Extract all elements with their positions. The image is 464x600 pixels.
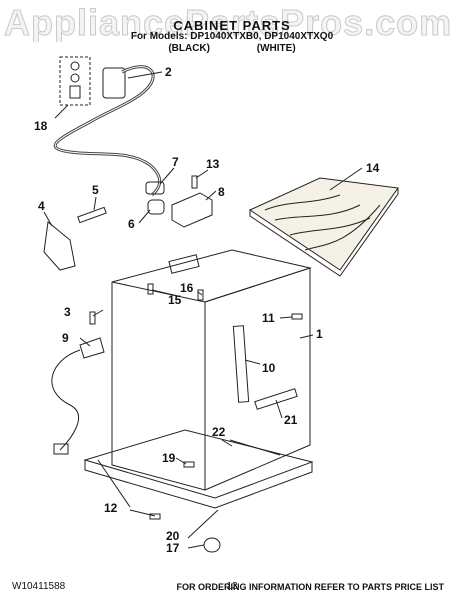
page-number: 13 (226, 581, 238, 592)
variant-black: (BLACK) (168, 43, 210, 54)
leader-lines (43, 71, 363, 549)
wood-grain-3 (289, 217, 371, 236)
callout-2: 2 (165, 65, 172, 79)
callout-18: 18 (34, 119, 48, 133)
cabinet-top-opening (168, 254, 200, 274)
models-line: For Models: DP1040XTXB0, DP1040XTXQ0 (130, 31, 334, 42)
page-title: CABINET PARTS (173, 18, 291, 33)
caster-wheel (203, 537, 221, 553)
callout-labels: 1 2 3 4 5 6 7 8 9 10 11 12 13 14 15 16 1… (34, 65, 380, 555)
washer-part (70, 61, 80, 71)
callout-12: 12 (104, 501, 118, 515)
callout-21: 21 (284, 413, 298, 427)
callout-1: 1 (316, 327, 323, 341)
power-cord (51, 349, 81, 451)
callout-4: 4 (38, 199, 45, 213)
callout-17: 17 (166, 541, 180, 555)
callout-13: 13 (206, 157, 220, 171)
hinge-bracket (43, 221, 76, 271)
hose-parts-box (59, 56, 91, 106)
watermark: AppliancePartsPros.com (4, 2, 453, 42)
hose-clamp (145, 181, 165, 195)
hose-coupling (147, 199, 165, 215)
callout-8: 8 (218, 185, 225, 199)
callout-5: 5 (92, 183, 99, 197)
variant-white: (WHITE) (256, 43, 296, 54)
callout-16: 16 (180, 281, 194, 295)
hose-line-inner (54, 66, 161, 196)
callout-22: 22 (212, 425, 226, 439)
faucet-adapter (102, 67, 126, 99)
nut-part (70, 73, 80, 83)
screw-11 (291, 313, 303, 320)
screw-16 (197, 289, 204, 301)
screw-15 (147, 283, 154, 295)
screw-19 (183, 461, 195, 468)
cabinet-left-panel (111, 282, 206, 491)
callout-19: 19 (162, 451, 176, 465)
callout-7: 7 (172, 155, 179, 169)
ordering-note: FOR ORDERING INFORMATION REFER TO PARTS … (176, 582, 444, 592)
cabinet-top-frame (111, 249, 312, 303)
callout-14: 14 (366, 161, 380, 175)
wood-countertop (248, 177, 399, 271)
callout-10: 10 (262, 361, 276, 375)
screw-12a (149, 513, 161, 520)
screw-3 (89, 311, 96, 325)
support-brace (232, 325, 250, 403)
wood-grain-2 (274, 204, 361, 221)
doc-number: W10411588 (12, 581, 66, 592)
wood-grain-1 (264, 194, 341, 211)
cabinet-right-panel (204, 267, 311, 491)
callout-11: 11 (262, 311, 275, 325)
adapter-part (69, 85, 81, 99)
callout-9: 9 (62, 331, 69, 345)
base-front-edge (84, 460, 313, 509)
cord-plug (53, 443, 69, 455)
callout-15: 15 (168, 293, 182, 307)
countertop-edge (249, 188, 399, 277)
cord-clip (77, 206, 107, 224)
wood-grain-4 (304, 204, 381, 251)
hose-bracket (171, 192, 213, 228)
callout-20: 20 (166, 529, 180, 543)
bracket-screw (191, 175, 198, 189)
callout-6: 6 (128, 217, 135, 231)
model-variants: (BLACK) (WHITE) (0, 43, 464, 54)
seal-strip (254, 388, 298, 410)
base-rail (229, 439, 281, 456)
cord-strain-relief (79, 337, 105, 359)
callout-3: 3 (64, 305, 71, 319)
